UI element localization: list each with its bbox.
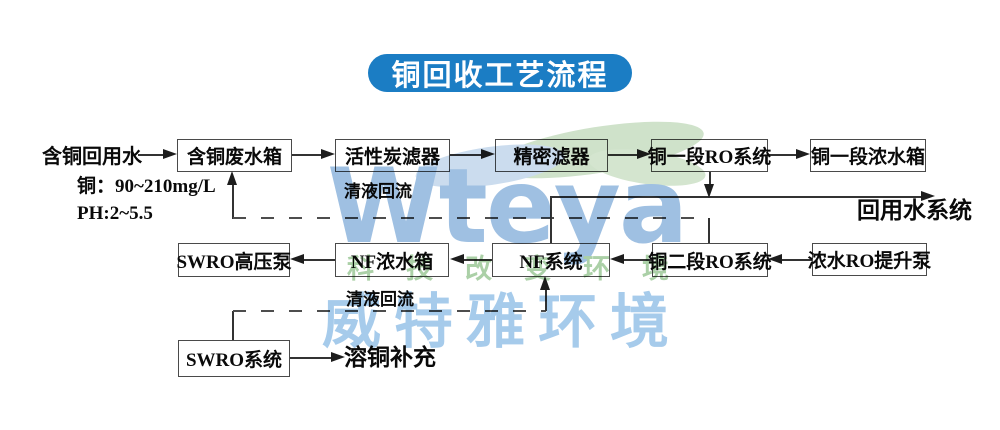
- arrow-liftpump-to-ro2: [768, 254, 782, 264]
- arrow-reuse-system: [921, 191, 935, 201]
- arrow-tank-to-carbon: [321, 149, 335, 159]
- arrow-ro1-to-reuse: [704, 184, 714, 198]
- arrow-source-to-tank: [163, 149, 177, 159]
- line-ro1-to-conc-tank: [768, 154, 797, 156]
- line-nfsys-to-nftank: [464, 259, 492, 261]
- arrow-swro-to-dissolve: [331, 352, 345, 362]
- line-nfsys-up-to-reuse: [550, 197, 552, 244]
- arrow-nftank-to-swropump: [290, 254, 304, 264]
- box-precision-filter: 精密滤器: [495, 139, 608, 172]
- page-title: 铜回收工艺流程: [368, 54, 632, 92]
- copper-concentration-label: 铜：90~210mg/L: [77, 176, 216, 197]
- ph-label: PH:2~5.5: [77, 203, 153, 224]
- box-copper-wastewater-tank: 含铜废水箱: [177, 139, 292, 172]
- arrow-recycle2-into-nfsys: [540, 276, 550, 290]
- arrow-precision-to-ro1: [637, 149, 651, 159]
- dashed-recycle1: [233, 217, 709, 219]
- line-carbon-to-precision: [450, 154, 482, 156]
- line-ro2-to-nfsys: [624, 259, 652, 261]
- arrow-nfsys-to-nftank: [450, 254, 464, 264]
- box-stage2-ro-system: 铜二段RO系统: [648, 243, 772, 277]
- box-stage1-concentrate-tank: 铜一段浓水箱: [810, 139, 926, 172]
- recycle-top-label: 清液回流: [344, 182, 412, 201]
- line-liftpump-to-ro2: [782, 259, 812, 261]
- box-nf-concentrate-tank: NF浓水箱: [335, 243, 449, 277]
- recycle-bottom-label: 清液回流: [346, 290, 414, 309]
- line-source-to-tank: [138, 154, 164, 156]
- line-precision-to-ro1: [608, 154, 638, 156]
- box-swro-hp-pump: SWRO高压泵: [176, 243, 292, 277]
- box-stage1-ro-system: 铜一段RO系统: [648, 139, 771, 172]
- box-activated-carbon-filter: 活性炭滤器: [335, 139, 450, 172]
- source-water-label: 含铜回用水: [42, 146, 142, 168]
- arrow-ro2-to-nfsys: [610, 254, 624, 264]
- copper-dissolve-label: 溶铜补充: [344, 345, 436, 370]
- line-recycle1-drop-ro2: [708, 218, 710, 243]
- box-concentrate-ro-lift-pump: 浓水RO提升泵: [808, 243, 931, 276]
- arrow-carbon-to-precision: [481, 149, 495, 159]
- line-nftank-to-swropump: [304, 259, 335, 261]
- box-nf-system: NF系统: [492, 243, 610, 277]
- line-recycle1-riser: [232, 183, 234, 219]
- line-ro1-down-to-reuse: [709, 172, 711, 185]
- line-swro-to-dissolve: [290, 357, 331, 359]
- box-swro-system: SWRO系统: [178, 340, 290, 377]
- reuse-system-label: 回用水系统: [857, 198, 972, 223]
- line-reuse-main: [550, 196, 922, 198]
- arrow-ro1-to-conc-tank: [796, 149, 810, 159]
- dashed-recycle2: [233, 310, 546, 312]
- arrow-recycle1-into-tank: [227, 171, 237, 185]
- line-recycle2-riser: [232, 311, 234, 341]
- line-recycle2-up-nfsys: [545, 288, 547, 311]
- line-tank-to-carbon: [292, 154, 322, 156]
